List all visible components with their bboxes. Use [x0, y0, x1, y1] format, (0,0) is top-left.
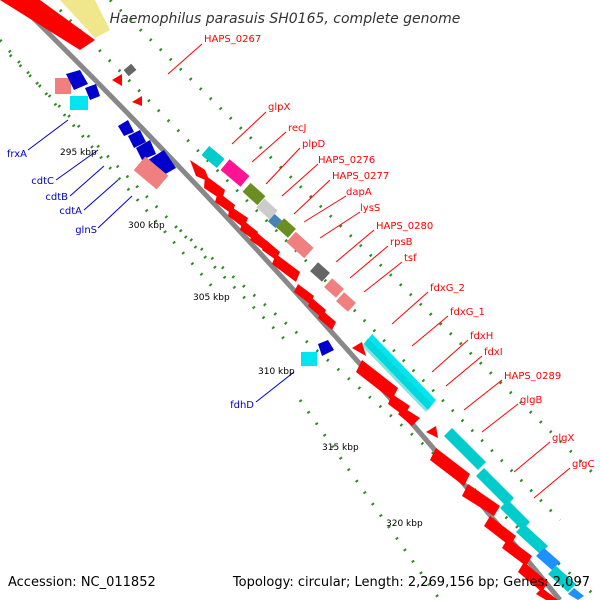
gene-feature[interactable]: [0, 0, 95, 50]
gene-feature-arrow[interactable]: [318, 310, 336, 330]
tick-label: 300 kbp: [128, 221, 165, 231]
gene-feature[interactable]: [310, 262, 330, 282]
gene-feature[interactable]: [276, 218, 296, 238]
gene-label[interactable]: fdxG_1: [450, 307, 485, 318]
gene-label[interactable]: HAPS_0267: [204, 34, 261, 45]
gene-feature[interactable]: [536, 548, 560, 570]
gene-feature[interactable]: [136, 140, 156, 160]
gene-feature[interactable]: [118, 120, 134, 136]
gene-label[interactable]: HAPS_0277: [332, 171, 389, 182]
reverse-leader-lines: [27, 119, 295, 403]
gene-label[interactable]: glgB: [520, 395, 542, 406]
gene-feature[interactable]: [55, 78, 71, 94]
gene-feature-arrow[interactable]: [398, 408, 420, 426]
gene-feature[interactable]: [324, 278, 344, 298]
forward-gene-arrows: [190, 160, 558, 600]
accession-text: Accession: NC_011852: [8, 575, 156, 590]
gene-label[interactable]: glgC: [572, 459, 594, 470]
gene-feature[interactable]: [201, 145, 225, 169]
gene-feature[interactable]: [336, 292, 356, 312]
gene-label[interactable]: frxA: [7, 149, 27, 160]
gene-label[interactable]: glnS: [75, 225, 97, 236]
tick-label: 305 kbp: [193, 293, 230, 303]
gene-feature[interactable]: [123, 63, 137, 77]
tick-guide-line: [108, 0, 600, 482]
gene-label[interactable]: fdxH: [470, 331, 493, 342]
gene-label[interactable]: recJ: [288, 123, 307, 134]
gene-label[interactable]: tsf: [404, 253, 417, 264]
forward-leader-lines: [167, 43, 571, 499]
gene-label[interactable]: plpD: [302, 139, 325, 150]
gene-feature[interactable]: [568, 588, 584, 600]
reverse-gene-labels: frxA cdtC cdtB cdtA glnS fdhD: [7, 149, 254, 411]
gene-feature[interactable]: [476, 468, 514, 506]
gene-feature-arrow[interactable]: [430, 448, 470, 486]
gene-feature[interactable]: [85, 84, 100, 100]
gene-feature-arrow[interactable]: [250, 230, 268, 250]
gene-feature[interactable]: [60, 0, 110, 38]
gene-feature[interactable]: [70, 96, 88, 110]
gene-feature[interactable]: [516, 524, 548, 554]
gene-feature[interactable]: [128, 130, 146, 148]
gene-feature-arrow[interactable]: [518, 562, 548, 592]
forward-gene-labels: HAPS_0267 glpX recJ plpD HAPS_0276 HAPS_…: [204, 34, 594, 470]
map-title: Haemophilus parasuis SH0165, complete ge…: [110, 11, 461, 27]
gene-label[interactable]: cdtA: [59, 206, 82, 217]
topology-text: Topology: circular; Length: 2,269,156 bp…: [232, 575, 590, 590]
gene-label[interactable]: cdtC: [31, 176, 54, 187]
gene-label[interactable]: HAPS_0276: [318, 155, 375, 166]
gene-feature[interactable]: [66, 70, 88, 90]
gene-label[interactable]: cdtB: [45, 192, 68, 203]
gene-label[interactable]: fdhD: [230, 400, 254, 411]
tick-guide-line: [58, 8, 562, 522]
gene-label[interactable]: rpsB: [390, 237, 413, 248]
gene-label[interactable]: lysS: [360, 203, 380, 214]
gene-label[interactable]: dapA: [346, 187, 372, 198]
gene-feature-arrow[interactable]: [502, 538, 532, 566]
gene-feature-arrow[interactable]: [356, 360, 398, 400]
gene-feature[interactable]: [148, 150, 176, 176]
tick-labels: 295 kbp 300 kbp 305 kbp 310 kbp 315 kbp …: [60, 148, 423, 529]
tick-label: 320 kbp: [386, 519, 423, 529]
gene-feature-arrow[interactable]: [294, 284, 314, 304]
gene-label[interactable]: glpX: [268, 102, 290, 113]
gene-feature-arrow[interactable]: [426, 426, 438, 438]
tick-label: 310 kbp: [258, 367, 295, 377]
gene-feature[interactable]: [444, 428, 486, 470]
gene-feature[interactable]: [256, 198, 278, 220]
gene-feature[interactable]: [318, 340, 334, 356]
gene-feature-arrow[interactable]: [462, 484, 500, 516]
gene-feature[interactable]: [220, 159, 250, 187]
gene-feature[interactable]: [301, 352, 317, 366]
gene-feature-arrow[interactable]: [262, 240, 280, 260]
tick-label: 315 kbp: [322, 443, 359, 453]
gene-feature[interactable]: [362, 338, 432, 412]
gene-feature-arrow[interactable]: [132, 96, 142, 106]
gene-feature[interactable]: [286, 231, 314, 259]
gene-feature[interactable]: [500, 500, 530, 530]
gene-label[interactable]: fdxG_2: [430, 283, 465, 294]
gene-feature[interactable]: [133, 156, 169, 190]
gene-feature[interactable]: [242, 182, 266, 206]
gene-feature-arrow[interactable]: [112, 74, 122, 86]
tick-label: 295 kbp: [60, 148, 97, 158]
tick-guide-line: [0, 39, 217, 291]
gene-feature-arrow[interactable]: [272, 254, 300, 282]
gene-label[interactable]: fdxI: [484, 347, 503, 358]
gene-label[interactable]: HAPS_0280: [376, 221, 433, 232]
gene-feature-arrow[interactable]: [536, 588, 558, 600]
gene-label[interactable]: HAPS_0289: [504, 371, 561, 382]
gene-label[interactable]: glgX: [552, 433, 574, 444]
gene-feature[interactable]: [548, 566, 576, 592]
